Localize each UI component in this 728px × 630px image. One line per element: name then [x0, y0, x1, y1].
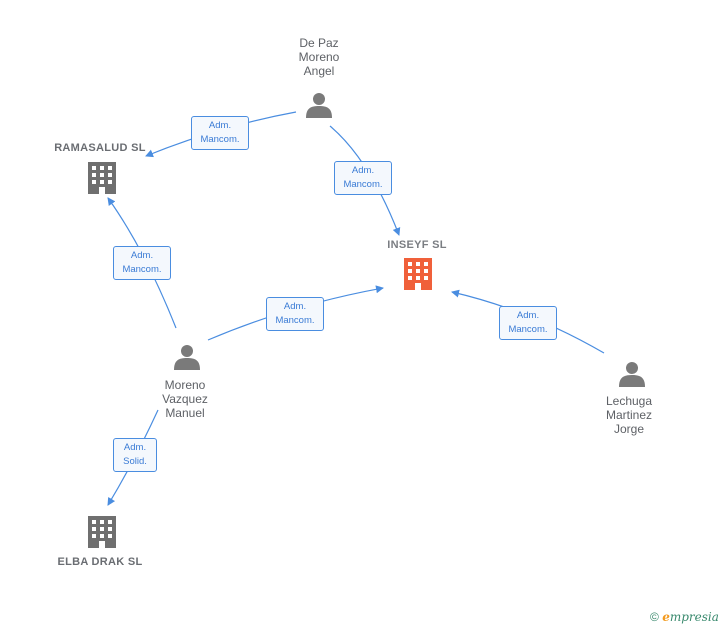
edge-label-line: Mancom.	[122, 264, 162, 275]
edge-label[interactable]: Adm. Mancom.	[191, 116, 249, 150]
empresia-credit: © empresia	[650, 610, 719, 624]
name-line: Moreno	[164, 378, 206, 392]
edge-label-line: Mancom.	[275, 315, 315, 326]
edge-label-line: Adm.	[130, 250, 154, 261]
node-label-inseyf[interactable]: INSEYF SL	[387, 239, 447, 251]
node-label-moreno-vazquez[interactable]: Moreno Vazquez Manuel	[142, 378, 228, 420]
edge-label[interactable]: Adm. Mancom.	[499, 306, 557, 340]
name-line: Manuel	[165, 406, 205, 420]
person-icon[interactable]	[174, 345, 200, 370]
name-line: Martinez	[605, 408, 652, 422]
name-line: Vazquez	[162, 392, 208, 406]
edge-label[interactable]: Adm. Solid.	[113, 438, 157, 472]
node-label-de-paz[interactable]: De Paz Moreno Angel	[276, 36, 362, 78]
empresia-logo-text: mpresia	[669, 610, 719, 624]
name-line: Jorge	[613, 422, 645, 436]
edge-label-line: Adm.	[123, 442, 147, 453]
node-label-lechuga[interactable]: Lechuga Martinez Jorge	[586, 394, 672, 436]
person-icon[interactable]	[619, 362, 645, 387]
edge-label-line: Solid.	[123, 456, 147, 467]
edge-label-line: Mancom.	[200, 134, 240, 145]
edge-label-line: Adm.	[351, 165, 375, 176]
building-icon-main[interactable]	[404, 258, 432, 290]
edge-label-line: Adm.	[516, 310, 540, 321]
node-label-elba-drak[interactable]: ELBA DRAK SL	[57, 556, 143, 568]
node-label-ramasalud[interactable]: RAMASALUD SL	[54, 142, 146, 154]
name-line: Angel	[303, 64, 335, 78]
edge-label-line: Mancom.	[508, 324, 548, 335]
edge-label[interactable]: Adm. Mancom.	[113, 246, 171, 280]
name-line: Lechuga	[605, 394, 653, 408]
edge-label[interactable]: Adm. Mancom.	[266, 297, 324, 331]
name-line: Moreno	[298, 50, 340, 64]
empresia-logo-initial: e	[662, 610, 670, 624]
edge-label-line: Adm.	[283, 301, 307, 312]
building-icon[interactable]	[88, 162, 116, 194]
copyright-icon: ©	[650, 610, 659, 624]
person-icon[interactable]	[306, 93, 332, 118]
edge-label-line: Adm.	[208, 120, 232, 131]
building-icon[interactable]	[88, 516, 116, 548]
edge-label-line: Mancom.	[343, 179, 383, 190]
name-line: De Paz	[299, 36, 339, 50]
edge-label[interactable]: Adm. Mancom.	[334, 161, 392, 195]
